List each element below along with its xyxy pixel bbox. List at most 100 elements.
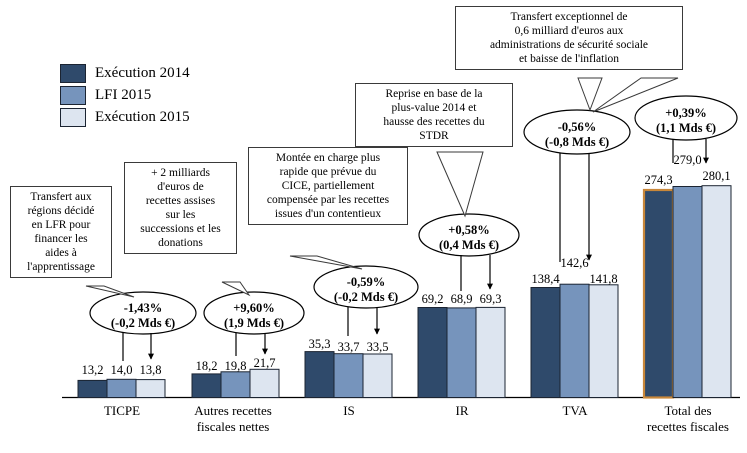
legend-item-lfi2015[interactable]: LFI 2015	[60, 84, 190, 106]
bar-group-ticpe	[77, 378, 166, 399]
value-label-ir-lfi2015: 68,9	[450, 292, 473, 306]
ellipse-text-autres: +9,60% (1,9 Mds €)	[206, 301, 302, 332]
bar-autres-exec2015	[249, 368, 280, 398]
value-label-total-lfi2015: 279,0	[673, 153, 702, 167]
category-is-line1: IS	[343, 403, 355, 418]
ellipse-text-ticpe: -1,43% (-0,2 Mds €)	[93, 301, 193, 332]
callout-ticpe-line-6: l'apprentissage	[27, 261, 95, 274]
value-label-ir-exec2015: 69,3	[479, 292, 502, 306]
ellipse-autres	[203, 291, 305, 335]
value-label-ir-exec2014: 69,2	[421, 292, 444, 306]
callout-tva-line-1: Transfert exceptionnel de	[510, 11, 628, 23]
category-ir-line1: IR	[455, 403, 469, 418]
category-label-is: IS	[308, 403, 390, 419]
bar-ticpe-lfi2015	[106, 378, 137, 398]
category-total-line2: recettes fiscales	[647, 418, 729, 434]
callout-ticpe-line-4: financer les	[34, 233, 88, 246]
value-label-ticpe-exec2015: 13,8	[139, 363, 162, 377]
bar-tva-exec2015	[588, 284, 619, 398]
ellipse-is-pct: -0,59%	[346, 275, 386, 289]
value-label-autres-exec2015: 21,7	[253, 356, 276, 370]
category-autres-line2: fiscales nettes	[196, 418, 270, 434]
callout-autres-line-5: successions et les	[140, 223, 221, 236]
callout-is-line-1: Montée en charge plus	[275, 152, 381, 164]
callout-ticpe-line-3: en LFR pour	[31, 219, 91, 232]
callout-tail-ticpe	[85, 285, 135, 298]
ellipse-autres-amount: (1,9 Mds €)	[223, 316, 285, 331]
value-label-autres-exec2014: 18,2	[195, 359, 218, 373]
legend-label-lfi2015: LFI 2015	[95, 86, 152, 103]
ellipse-ticpe	[89, 291, 197, 335]
callout-is-line-2: rapide que prévue du	[279, 166, 377, 179]
value-label-autres-lfi2015: 19,8	[224, 359, 247, 373]
ellipse-is	[313, 265, 419, 309]
value-label-tva-lfi2015: 142,6	[560, 256, 589, 270]
callout-is-line-5: issues d'un contentieux	[274, 208, 382, 221]
ellipse-text-total: +0,39% (1,1 Mds €)	[636, 106, 736, 137]
ellipse-text-tva: -0,56% (-0,8 Mds €)	[527, 120, 627, 151]
callout-tail-tva-left	[577, 77, 603, 112]
bar-tva-exec2014	[530, 287, 561, 398]
category-ticpe-line1: TICPE	[103, 403, 141, 418]
bar-total-exec2014	[642, 188, 675, 399]
category-label-total: Total des recettes fiscales	[638, 403, 738, 434]
callout-box-autres: + 2 milliards d'euros de recettes assise…	[124, 162, 237, 255]
callout-is-line-4: compensée par les recettes	[266, 194, 390, 207]
ellipse-tva-pct: -0,56%	[557, 120, 597, 134]
callout-ir-line-2: plus-value 2014 et	[391, 102, 477, 115]
callout-tail-tva-right	[592, 77, 679, 113]
callout-tail-ir	[436, 151, 484, 218]
legend-swatch-lfi2015	[60, 85, 86, 105]
legend-swatch-exec2014	[60, 63, 86, 83]
value-label-total-exec2014: 274,3	[644, 173, 673, 187]
bar-total-lfi2015	[672, 186, 703, 398]
callout-tva-line-4: et baisse de l'inflation	[518, 53, 620, 66]
value-label-ticpe-lfi2015: 14,0	[110, 363, 133, 377]
callout-box-tva: Transfert exceptionnel de 0,6 milliard d…	[455, 6, 683, 71]
ellipse-tva-amount: (-0,8 Mds €)	[544, 135, 610, 150]
callout-autres-line-1: + 2 milliards	[151, 167, 210, 179]
callout-tail-is	[289, 255, 363, 270]
category-autres-line1: Autres recettes	[194, 403, 272, 418]
legend-item-exec2015[interactable]: Exécution 2015	[60, 106, 190, 128]
bar-autres-exec2014	[191, 373, 222, 398]
bar-total-exec2015	[701, 185, 732, 398]
bar-ir-exec2014	[417, 307, 448, 398]
callout-ir-line-4: STDR	[419, 130, 449, 143]
value-label-ticpe-exec2014: 13,2	[81, 363, 104, 377]
ellipse-text-is: -0,59% (-0,2 Mds €)	[316, 275, 416, 306]
legend: Exécution 2014 LFI 2015 Exécution 2015	[60, 62, 190, 128]
bar-is-exec2014	[304, 351, 335, 399]
ellipse-tva	[523, 109, 631, 155]
bar-group-total	[642, 185, 732, 399]
ellipse-ir-amount: (0,4 Mds €)	[438, 238, 500, 253]
callout-ticpe-line-1: Transfert aux	[30, 191, 92, 203]
ellipse-ticpe-amount: (-0,2 Mds €)	[110, 316, 176, 331]
callout-autres-line-6: donations	[158, 237, 203, 250]
callout-tail-autres	[221, 281, 251, 297]
callout-ticpe-line-2: régions décidé	[27, 205, 95, 218]
callout-box-ir: Reprise en base de la plus-value 2014 et…	[355, 83, 513, 148]
value-label-is-lfi2015: 33,7	[337, 340, 360, 354]
bar-group-ir	[417, 306, 506, 398]
ellipse-ir-pct: +0,58%	[448, 223, 490, 237]
ellipse-total-pct: +0,39%	[665, 106, 707, 120]
category-tva-line1: TVA	[562, 403, 588, 418]
callout-autres-line-4: sur les	[165, 209, 196, 222]
legend-item-exec2014[interactable]: Exécution 2014	[60, 62, 190, 84]
value-label-is-exec2014: 35,3	[308, 337, 331, 351]
bar-group-autres	[191, 368, 280, 398]
ellipse-ticpe-pct: -1,43%	[123, 301, 163, 315]
ellipse-is-amount: (-0,2 Mds €)	[333, 290, 399, 305]
legend-swatch-exec2015	[60, 107, 86, 127]
callout-ir-line-1: Reprise en base de la	[385, 88, 483, 100]
callout-box-ticpe: Transfert aux régions décidé en LFR pour…	[10, 186, 112, 279]
value-label-tva-exec2014: 138,4	[531, 272, 560, 286]
bar-autres-lfi2015	[220, 371, 251, 398]
callout-tva-line-2: 0,6 milliard d'euros aux	[514, 25, 624, 38]
ellipse-ir	[418, 213, 520, 257]
value-label-total-exec2015: 280,1	[702, 169, 731, 183]
value-label-is-exec2015: 33,5	[366, 340, 389, 354]
